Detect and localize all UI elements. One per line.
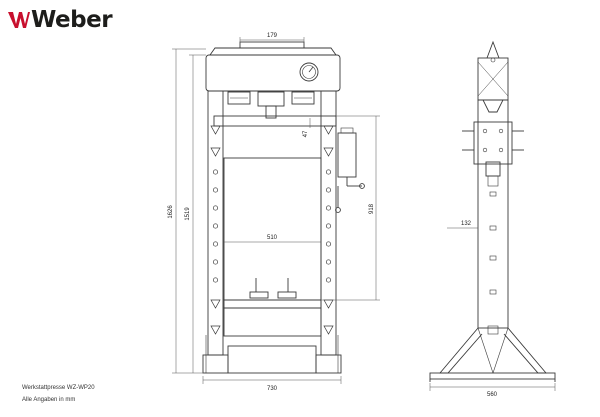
- side-view: [429, 40, 556, 382]
- side-base-plate: [429, 372, 556, 380]
- dim-table-width: 510: [267, 235, 278, 241]
- side-ram-cone: [482, 99, 504, 113]
- ram-piston: [265, 105, 277, 119]
- v-block-right: [277, 291, 297, 299]
- dim-side-depth: 560: [487, 392, 498, 398]
- dim-frame-height: 1519: [185, 207, 191, 221]
- caption-units: Alle Angaben in mm: [22, 397, 76, 403]
- head-top-edge: [209, 47, 337, 56]
- press-head: [205, 54, 341, 92]
- working-area: [223, 157, 322, 301]
- dim-top-cylinder-width: 179: [267, 33, 278, 39]
- foot-left: [202, 354, 229, 374]
- dim-base-width: 730: [267, 386, 278, 392]
- column-right: [320, 90, 337, 356]
- side-column-holes: [489, 191, 497, 295]
- column-right-holes: [325, 169, 332, 283]
- side-leg-front: [439, 327, 483, 374]
- lifting-hook: [486, 40, 500, 59]
- brand-logo: Weber: [8, 7, 113, 33]
- v-block-left: [249, 291, 269, 299]
- side-dimensions: [429, 227, 556, 391]
- foot-right: [315, 354, 342, 374]
- column-left-holes: [212, 169, 219, 283]
- press-table: [223, 299, 322, 309]
- column-left: [207, 90, 224, 356]
- upper-beam: [213, 115, 337, 127]
- side-column: [477, 99, 509, 329]
- front-dimensions: [172, 37, 380, 384]
- caption-model: Werkstattpresse WZ-WP20: [22, 385, 95, 391]
- front-view: [202, 41, 365, 374]
- pressure-gauge-icon: [299, 62, 319, 82]
- weber-w-mark-icon: [8, 12, 30, 28]
- dim-ram-offset: 47: [303, 130, 309, 137]
- dim-working-height: 918: [369, 203, 375, 214]
- table-support: [223, 307, 322, 337]
- dim-column-spacing: 132: [461, 221, 472, 227]
- pump-valve-icon: [359, 183, 365, 189]
- cylinder-center: [257, 91, 285, 107]
- side-bracket: [473, 121, 513, 165]
- base-frame: [227, 345, 317, 374]
- top-cylinder: [239, 41, 305, 49]
- side-leg-back: [503, 327, 547, 374]
- pin-markers: [210, 125, 334, 335]
- hydraulic-pump: [337, 132, 357, 178]
- pump-handle-knob-icon: [335, 207, 341, 213]
- cylinder-right: [291, 91, 315, 105]
- dim-overall-height: 1626: [168, 205, 174, 219]
- brand-name: Weber: [31, 7, 113, 33]
- cylinder-left: [227, 91, 251, 105]
